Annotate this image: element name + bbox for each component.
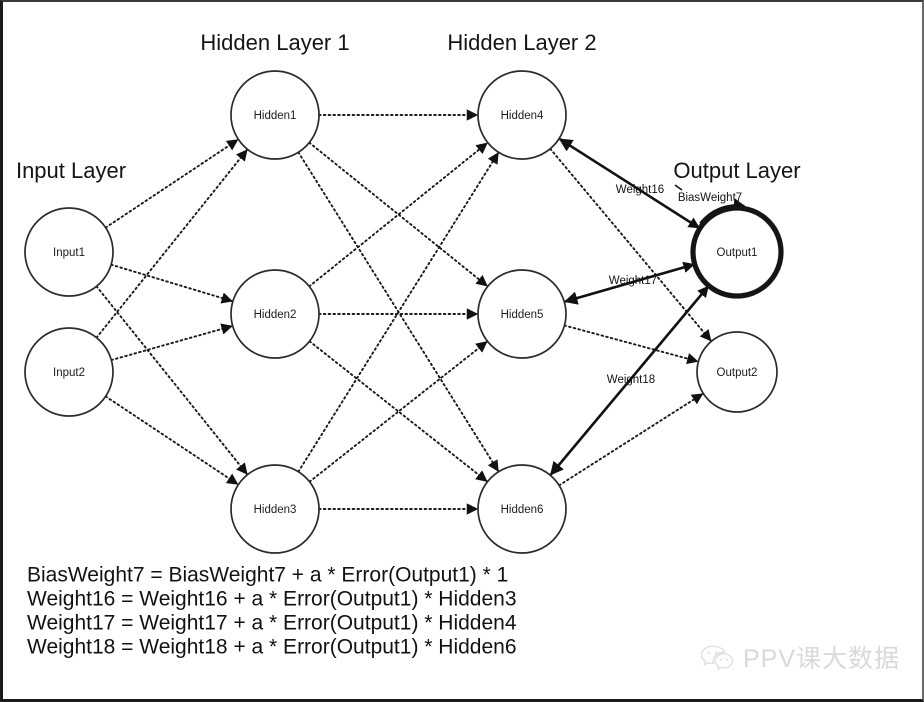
edge-input2-to-hidden2: [110, 323, 233, 362]
edge-input2-to-hidden3: [104, 395, 239, 486]
edge-hidden3-to-hidden5: [308, 340, 488, 483]
node-label-hidden2: Hidden2: [254, 309, 297, 321]
label-weight18-edge: Weight18: [607, 374, 655, 386]
label-weight16-edge: Weight16: [616, 184, 664, 196]
edge-hidden4-to-output2: [549, 147, 712, 342]
edge-hidden3-to-hidden4: [297, 152, 500, 473]
formula-line-3: Weight17 = Weight17 + a * Error(Output1)…: [27, 612, 517, 635]
edge-hidden5-to-output2: [563, 324, 699, 365]
edge-hidden2-to-hidden6: [308, 340, 488, 483]
edge-input1-to-hidden2: [110, 263, 234, 304]
node-circle-output2: [696, 331, 778, 413]
edge-input1-to-hidden3: [95, 285, 248, 475]
edge-hidden2-to-hidden4: [308, 142, 488, 288]
layer-titles-group: Input Layer Hidden Layer 1 Hidden Layer 2 O…: [16, 30, 801, 183]
node-input2[interactable]: Input2: [24, 327, 114, 417]
edge-input2-to-hidden1: [95, 149, 248, 339]
layer-title-hidden-layer-2: Hidden Layer 2: [447, 30, 596, 55]
node-circle-output1: [690, 205, 784, 299]
node-label-hidden1: Hidden1: [254, 110, 297, 122]
node-label-hidden4: Hidden4: [501, 110, 544, 122]
node-circle-input1: [24, 207, 114, 297]
weight17-edge: [563, 262, 696, 305]
node-label-hidden3: Hidden3: [254, 504, 297, 516]
weight18-edge: [549, 284, 710, 476]
node-circle-hidden2: [230, 269, 320, 359]
node-input1[interactable]: Input1: [24, 207, 114, 297]
node-circle-hidden3: [230, 464, 320, 554]
edge-hidden6-to-output2: [558, 393, 704, 487]
formulas-group: BiasWeight7 = BiasWeight7 + a * Error(Ou…: [27, 564, 517, 659]
node-hidden5[interactable]: Hidden5: [477, 269, 567, 359]
node-label-input2: Input2: [53, 367, 85, 379]
formula-line-1: BiasWeight7 = BiasWeight7 + a * Error(Ou…: [27, 564, 508, 587]
node-hidden1[interactable]: Hidden1: [230, 70, 320, 160]
dotted-edges-group: [95, 109, 712, 515]
bias-tick: [674, 184, 683, 191]
node-label-hidden5: Hidden5: [501, 309, 544, 321]
node-hidden6[interactable]: Hidden6: [477, 464, 567, 554]
node-circle-hidden6: [477, 464, 567, 554]
layer-title-input-layer: Input Layer: [16, 158, 126, 183]
node-circle-input2: [24, 327, 114, 417]
node-hidden4[interactable]: Hidden4: [477, 70, 567, 160]
node-label-input1: Input1: [53, 247, 85, 259]
node-hidden2[interactable]: Hidden2: [230, 269, 320, 359]
node-circle-hidden5: [477, 269, 567, 359]
formula-line-2: Weight16 = Weight16 + a * Error(Output1)…: [27, 588, 517, 611]
layer-title-hidden-layer-1: Hidden Layer 1: [200, 30, 349, 55]
node-label-hidden6: Hidden6: [501, 504, 544, 516]
label-biasweight7-edge: BiasWeight7: [678, 192, 742, 204]
node-label-output2: Output2: [717, 367, 758, 379]
solid-edges-group: [549, 138, 710, 476]
weight16-edge: [558, 138, 701, 230]
node-output2[interactable]: Output2: [696, 331, 778, 413]
formula-line-4: Weight18 = Weight18 + a * Error(Output1)…: [27, 636, 517, 659]
edge-input1-to-hidden1: [104, 138, 239, 229]
node-label-output1: Output1: [717, 247, 758, 259]
label-weight17-edge: Weight17: [609, 275, 657, 287]
node-circle-hidden1: [230, 70, 320, 160]
node-output1[interactable]: Output1: [690, 205, 784, 299]
node-hidden3[interactable]: Hidden3: [230, 464, 320, 554]
node-circle-hidden4: [477, 70, 567, 160]
edge-hidden1-to-hidden5: [308, 141, 488, 287]
layer-title-output-layer: Output Layer: [673, 158, 800, 183]
